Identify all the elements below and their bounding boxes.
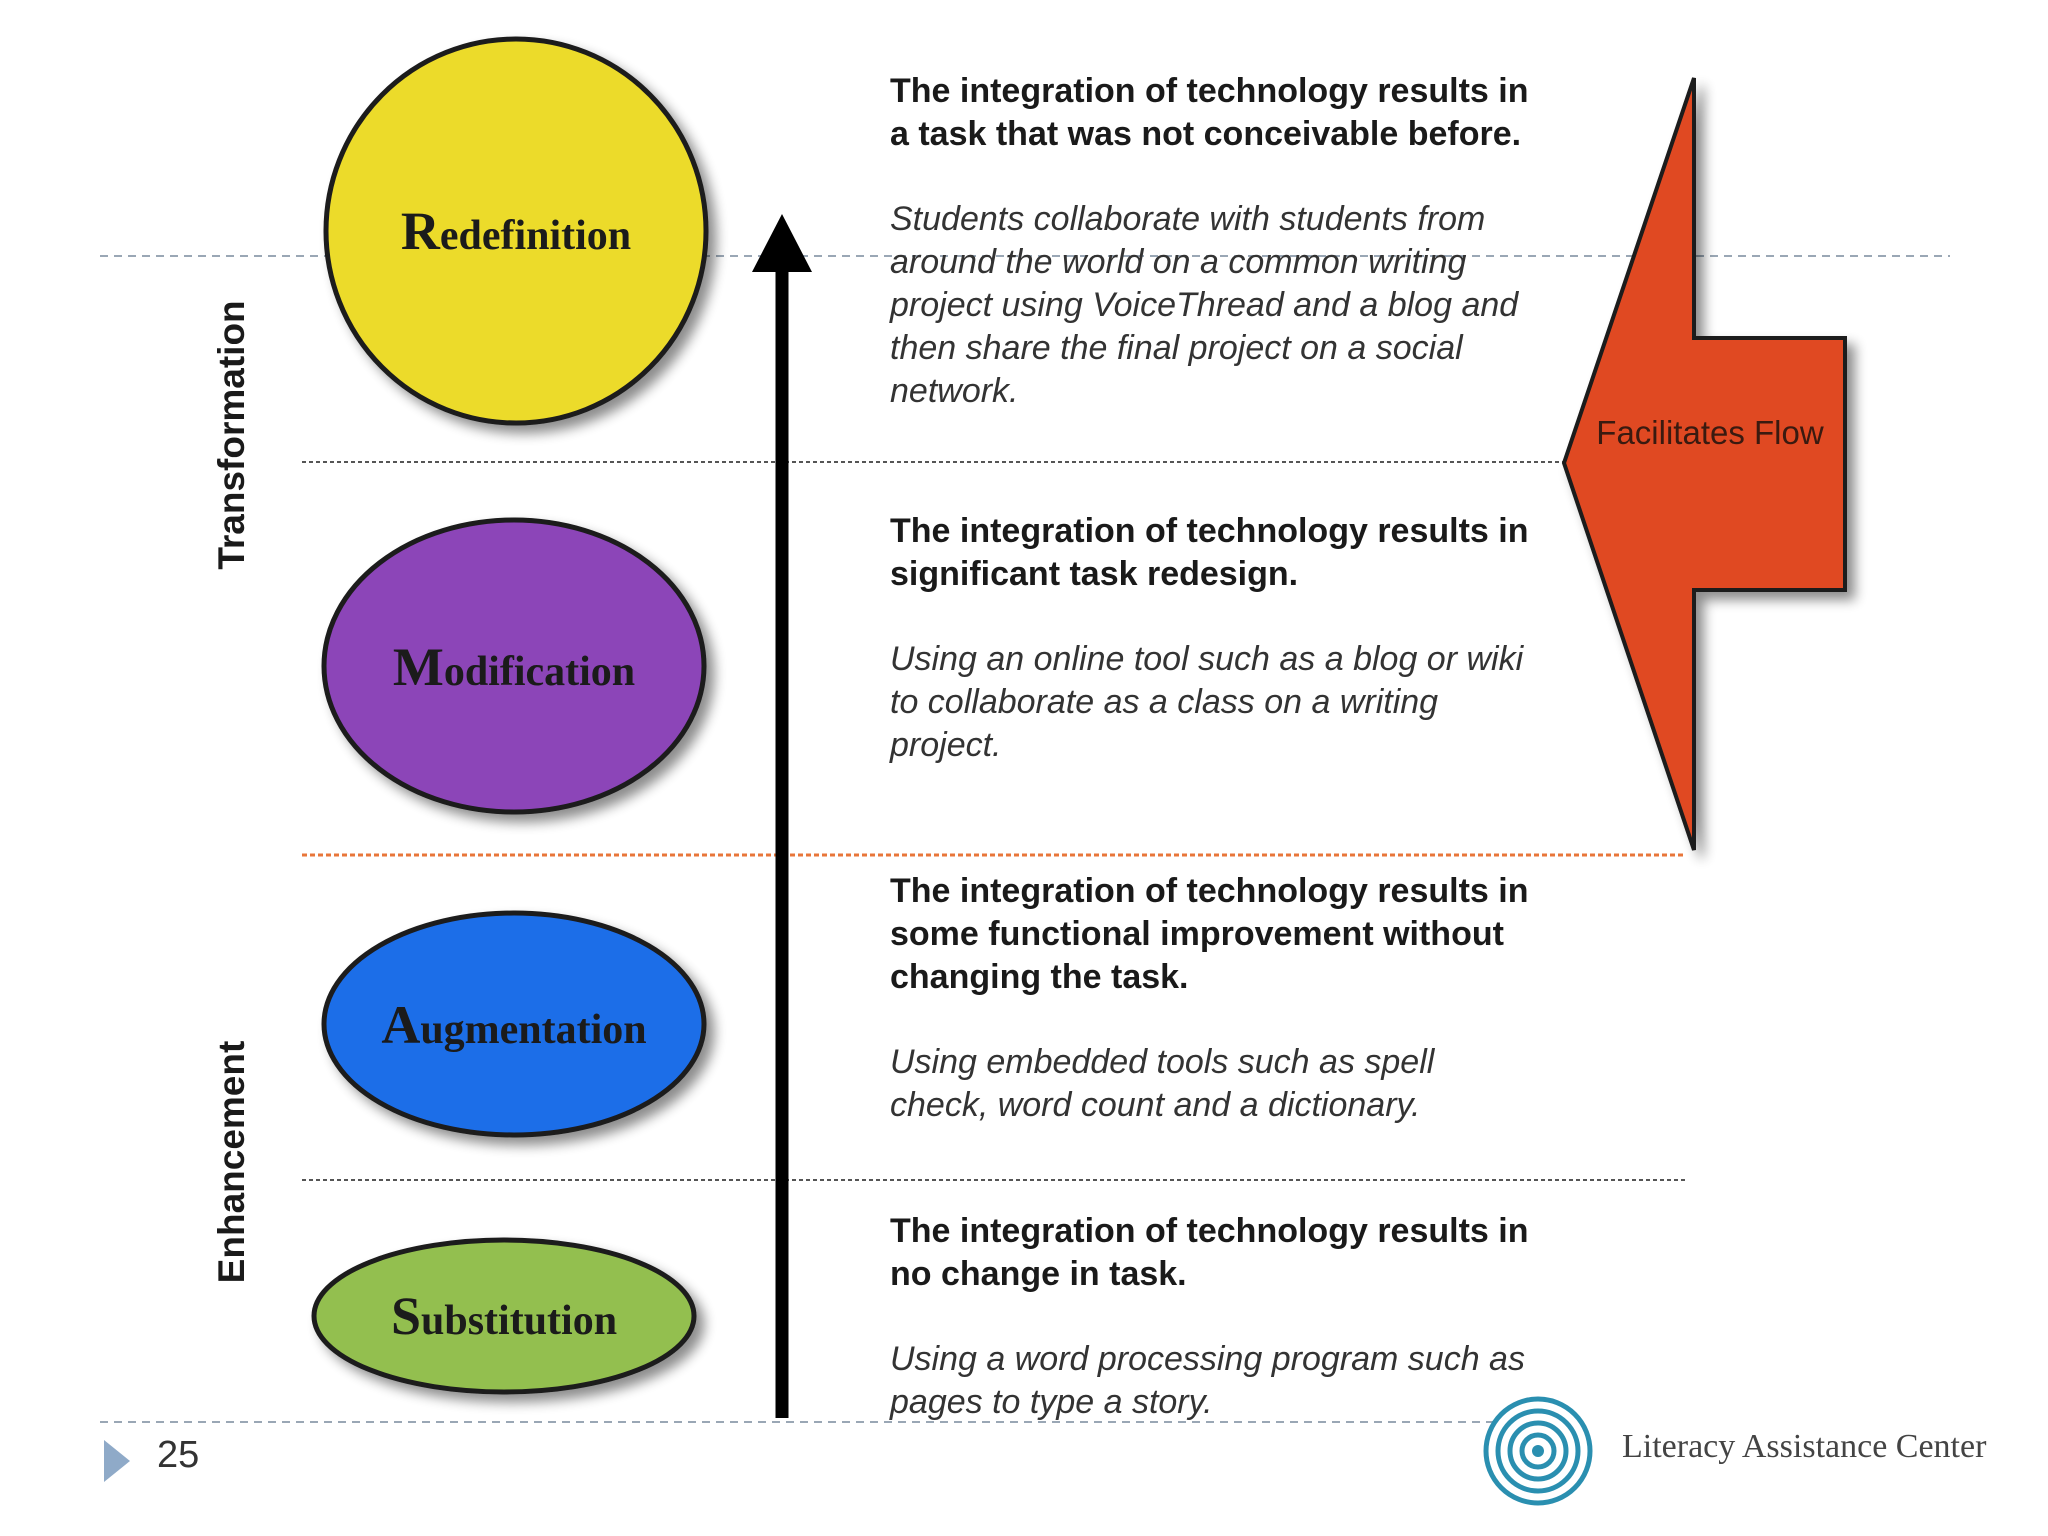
modification-label: Modification	[324, 636, 704, 698]
substitution-initial: S	[390, 1286, 421, 1346]
augmentation-description: The integration of technology results in…	[890, 870, 1530, 1127]
substitution-ellipse	[311, 1237, 697, 1395]
facilitates-flow-arrow	[1561, 77, 1847, 851]
augmentation-label: Augmentation	[324, 994, 704, 1056]
augmentation-rest: ugmentation	[420, 1007, 647, 1053]
modification-example: Using an online tool such as a blog or w…	[890, 640, 1524, 764]
substitution-description: The integration of technology results in…	[890, 1210, 1530, 1424]
modification-description: The integration of technology results in…	[890, 510, 1530, 767]
modification-rest: odification	[443, 649, 636, 695]
augmentation-statement: The integration of technology results in…	[890, 872, 1529, 996]
augmentation-ellipse	[321, 910, 707, 1138]
literacy-assistance-center-logo	[1483, 1396, 1593, 1506]
substitution-example: Using a word processing program such as …	[890, 1340, 1525, 1421]
redefinition-initial: R	[400, 201, 440, 261]
modification-ellipse	[321, 517, 707, 815]
redefinition-description: The integration of technology results in…	[890, 70, 1530, 413]
augmentation-initial: A	[381, 995, 421, 1055]
organization-name: Literacy Assistance Center	[1622, 1428, 1987, 1465]
redefinition-example: Students collaborate with students from …	[890, 200, 1519, 410]
footer-bullet-icon	[104, 1440, 130, 1482]
progression-arrow-head	[752, 214, 812, 272]
augmentation-example: Using embedded tools such as spell check…	[890, 1043, 1435, 1124]
transformation-label: Transformation	[211, 300, 252, 570]
redefinition-circle	[323, 36, 709, 426]
substitution-label: Substitution	[314, 1285, 694, 1347]
page-number: 25	[157, 1434, 200, 1476]
enhancement-label: Enhancement	[211, 1040, 252, 1284]
redefinition-rest: edefinition	[439, 213, 632, 259]
facilitates-flow-label: Facilitates Flow	[1596, 414, 1824, 451]
substitution-statement: The integration of technology results in…	[890, 1212, 1529, 1293]
redefinition-statement: The integration of technology results in…	[890, 72, 1529, 153]
substitution-rest: ubstitution	[420, 1298, 618, 1344]
modification-statement: The integration of technology results in…	[890, 512, 1529, 593]
redefinition-label: Redefinition	[326, 200, 706, 262]
modification-initial: M	[392, 637, 444, 697]
